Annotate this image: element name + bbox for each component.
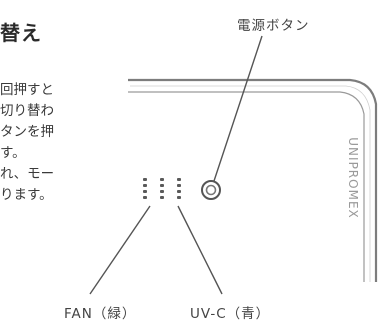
power-button-label: 電源ボタン (237, 18, 310, 34)
instruction-line-4: す。 (0, 145, 26, 161)
uvc-led-indicators (177, 178, 181, 199)
fan-led-indicators (143, 178, 164, 199)
instruction-line-2: 切り替わ (0, 103, 54, 119)
device-brand-label: UNIPROMEX (346, 137, 360, 218)
instruction-text: 回押すと 切り替わ タンを押 す。 れ、モー ります。 (0, 80, 54, 206)
section-heading: 替え (0, 21, 42, 45)
instruction-line-6: ります。 (0, 187, 53, 203)
fan-leader-line (89, 205, 151, 295)
uvc-indicator-label: UV-C（青） (190, 306, 271, 322)
device-inner-edge (128, 91, 365, 282)
power-button-graphic (201, 180, 221, 200)
instruction-line-1: 回押すと (0, 82, 54, 98)
instruction-line-5: れ、モー (0, 166, 55, 182)
device-highlight (130, 85, 371, 282)
instruction-line-3: タンを押 (0, 124, 54, 140)
uvc-leader-line (177, 205, 223, 295)
fan-indicator-label: FAN（緑） (64, 306, 137, 322)
device-outline (128, 78, 378, 282)
power-button-leader-line (213, 35, 263, 182)
